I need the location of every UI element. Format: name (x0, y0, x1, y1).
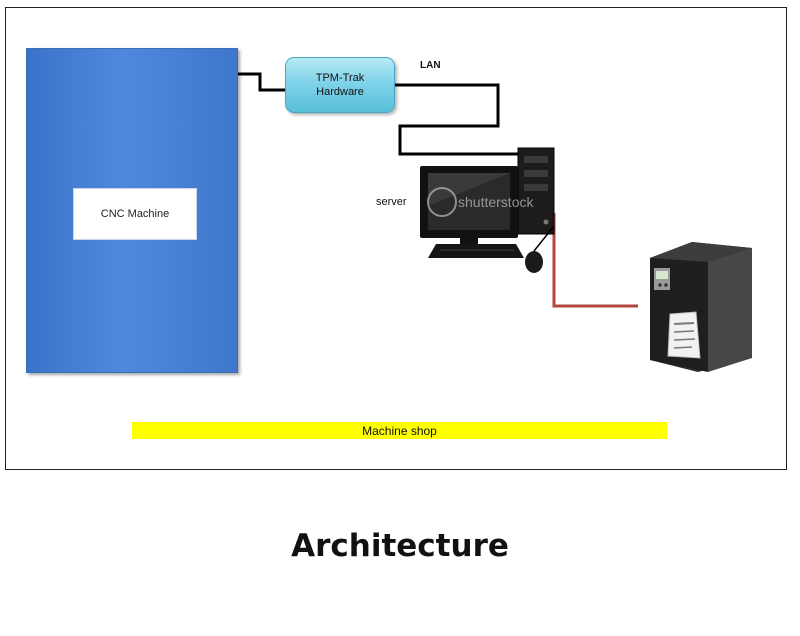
printer-icon (650, 242, 752, 372)
lan-cable (395, 83, 526, 156)
diagram-caption: Architecture (291, 528, 509, 564)
machine-shop-label: Machine shop (132, 422, 667, 439)
tpm-trak-hardware-box: TPM-Trak Hardware (285, 57, 395, 113)
cnc-machine-label: CNC Machine (73, 188, 197, 240)
architecture-diagram-frame: CNC Machine TPM-Trak Hardware LAN server… (5, 7, 787, 470)
tpm-label-line2: Hardware (316, 86, 364, 98)
server-label: server (376, 196, 407, 208)
tpm-label-line1: TPM-Trak (315, 72, 365, 84)
cnc-machine-block: CNC Machine (26, 48, 238, 373)
computer-icon: shutterstock (420, 147, 555, 273)
connection-wires (238, 72, 638, 308)
watermark-text: shutterstock (458, 194, 534, 210)
printer-cable (552, 213, 638, 308)
lan-label: LAN (420, 60, 441, 71)
cnc-to-tpm-cable (238, 72, 285, 92)
